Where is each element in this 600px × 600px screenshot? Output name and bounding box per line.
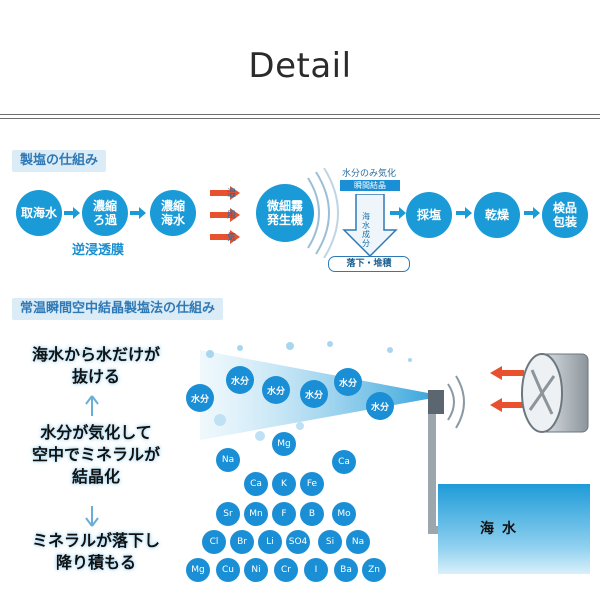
mineral-ion: K xyxy=(272,472,296,496)
mineral-ion: Ni xyxy=(244,558,268,582)
mineral-ion: Na xyxy=(216,448,240,472)
water-droplet: 水分 xyxy=(226,366,254,394)
mineral-ion: Ca xyxy=(332,450,356,474)
section-heading-salt-process: 製塩の仕組み xyxy=(12,150,107,172)
mineral-ion: Sr xyxy=(216,502,240,526)
air-arrow-icon xyxy=(490,398,524,412)
mineral-ion: Si xyxy=(318,530,342,554)
mineral-ion: Mo xyxy=(332,502,356,526)
sea-water-label: 海水 xyxy=(480,521,524,537)
step-dry: 乾燥 xyxy=(474,192,520,238)
wind-label: 風 xyxy=(227,211,237,221)
step-concentrate: 濃縮 海水 xyxy=(150,190,196,236)
mineral-ion: Cu xyxy=(216,558,240,582)
mineral-ion: F xyxy=(272,502,296,526)
air-label: 気 xyxy=(227,233,237,243)
sea-water-tank xyxy=(438,484,590,574)
arrow-right-icon xyxy=(130,207,146,219)
water-droplet: 水分 xyxy=(334,368,362,396)
mineral-ion: B xyxy=(300,502,324,526)
arrow-right-icon xyxy=(456,207,472,219)
mineral-ion: I xyxy=(304,558,328,582)
step-filter: 濃縮 ろ過 xyxy=(82,190,128,236)
hot-air-arrow-icon xyxy=(210,208,240,222)
mineral-ion: Ca xyxy=(244,472,268,496)
vapor-label: 水分のみ気化 xyxy=(342,169,397,179)
air-arrow-icon xyxy=(490,366,524,380)
step-mist-generator: 微細霧 発生機 xyxy=(256,184,314,242)
mineral-ion: SO4 xyxy=(286,530,310,554)
page-title: Detail xyxy=(248,46,352,86)
mineral-ion: Br xyxy=(230,530,254,554)
mineral-ion: Cr xyxy=(274,558,298,582)
mineral-ion: Mg xyxy=(272,432,296,456)
arrow-down-icon xyxy=(85,506,99,527)
mineral-ion: Fe xyxy=(300,472,324,496)
mineral-ion: Mg xyxy=(186,558,210,582)
mineral-ion: Ba xyxy=(334,558,358,582)
water-droplet: 水分 xyxy=(186,384,214,412)
step-collect: 採塩 xyxy=(406,192,452,238)
mineral-ion: Cl xyxy=(202,530,226,554)
arrow-right-icon xyxy=(390,207,406,219)
note-accumulate: ミネラルが落下し 降り積もる xyxy=(31,531,160,572)
arrow-right-icon xyxy=(64,207,80,219)
water-droplet: 水分 xyxy=(262,376,290,404)
divider xyxy=(0,114,600,115)
section-heading-method: 常温瞬間空中結晶製塩法の仕組み xyxy=(12,298,224,320)
mineral-ion: Li xyxy=(258,530,282,554)
mineral-ion: Zn xyxy=(362,558,386,582)
note-water-removed: 海水から水だけが 抜ける xyxy=(31,345,160,386)
mineral-ion: Mn xyxy=(244,502,268,526)
fan-icon xyxy=(521,353,589,433)
water-droplet: 水分 xyxy=(366,392,394,420)
falling-arrow-icon xyxy=(342,194,398,256)
step-intake: 取海水 xyxy=(16,190,62,236)
dry-label: 海水成分 xyxy=(362,212,370,248)
crystal-label: 瞬間結晶 xyxy=(340,180,400,191)
water-droplet: 水分 xyxy=(300,380,328,408)
mist-wave-icon xyxy=(307,168,339,258)
arrow-up-icon xyxy=(85,395,99,416)
divider xyxy=(0,118,600,119)
hot-air-arrow-icon xyxy=(210,230,240,244)
arrow-right-icon xyxy=(524,207,540,219)
hot-label: 温 xyxy=(227,189,237,199)
mineral-ion: Na xyxy=(346,530,370,554)
fall-label: 落下・堆積 xyxy=(328,256,410,272)
step-inspect-pack: 検品 包装 xyxy=(542,192,588,238)
hot-air-arrow-icon xyxy=(210,186,240,200)
reverse-osmosis-caption: 逆浸透膜 xyxy=(72,243,125,258)
note-crystallize: 水分が気化して 空中でミネラルが 結晶化 xyxy=(31,423,160,486)
